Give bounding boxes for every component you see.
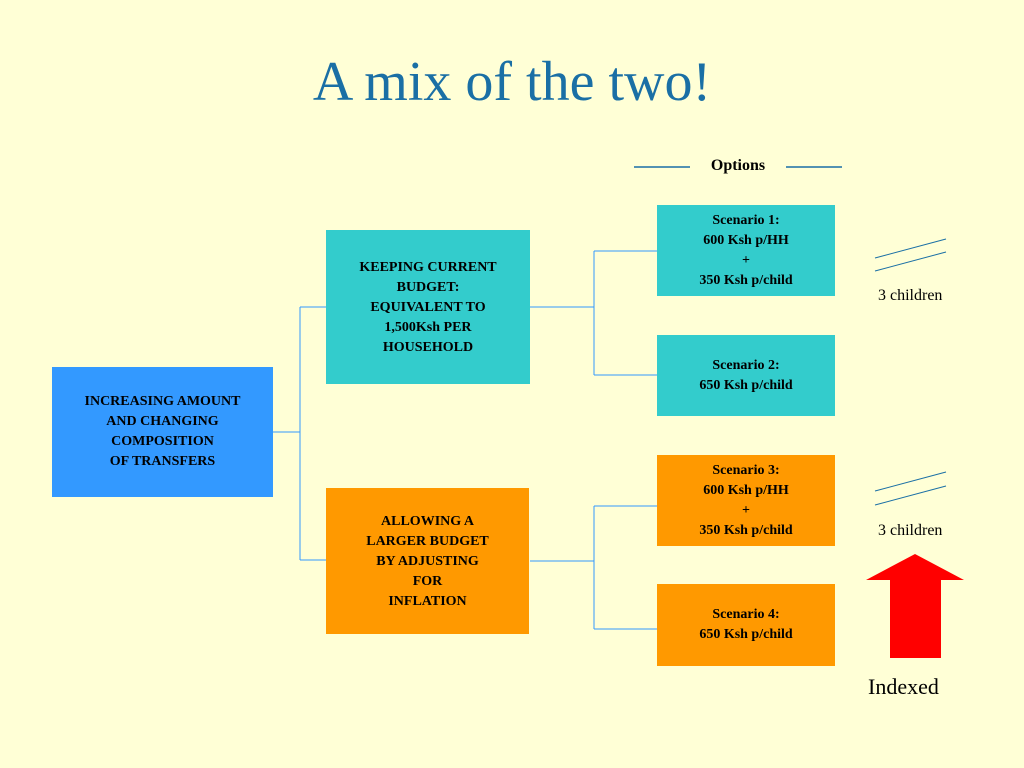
indexed-label: Indexed [868, 674, 939, 699]
options-label: Options [710, 157, 766, 174]
equals-line-1b [874, 251, 947, 272]
scenario-1-text: Scenario 1: 600 Ksh p/HH + 350 Ksh p/chi… [699, 213, 793, 288]
children-label-2: 3 children [878, 522, 943, 539]
root-node-text: INCREASING AMOUNT AND CHANGING COMPOSITI… [84, 394, 241, 469]
branch-larger-text: ALLOWING A LARGER BUDGET BY ADJUSTING FO… [366, 514, 489, 609]
scenario-2-text: Scenario 2: 650 Ksh p/child [699, 357, 793, 393]
scenario-3-box: Scenario 3: 600 Ksh p/HH + 350 Ksh p/chi… [657, 455, 835, 546]
scenario-4-box: Scenario 4: 650 Ksh p/child [657, 584, 835, 666]
scenario-1-box: Scenario 1: 600 Ksh p/HH + 350 Ksh p/chi… [657, 205, 835, 296]
up-arrow-icon [866, 554, 964, 658]
equals-line-1a [874, 238, 947, 259]
page-title: A mix of the two! [312, 51, 712, 113]
equals-line-2a [874, 471, 947, 492]
scenario-3-text: Scenario 3: 600 Ksh p/HH + 350 Ksh p/chi… [699, 463, 793, 538]
branch-current-budget: KEEPING CURRENT BUDGET: EQUIVALENT TO 1,… [326, 230, 530, 384]
branch-larger-budget: ALLOWING A LARGER BUDGET BY ADJUSTING FO… [326, 488, 529, 634]
scenario-4-text: Scenario 4: 650 Ksh p/child [699, 607, 793, 642]
branch-current-text: KEEPING CURRENT BUDGET: EQUIVALENT TO 1,… [359, 260, 497, 355]
root-node: INCREASING AMOUNT AND CHANGING COMPOSITI… [52, 367, 273, 497]
children-label-1: 3 children [878, 287, 943, 304]
equals-line-2b [874, 485, 947, 506]
scenario-2-box: Scenario 2: 650 Ksh p/child [657, 335, 835, 416]
